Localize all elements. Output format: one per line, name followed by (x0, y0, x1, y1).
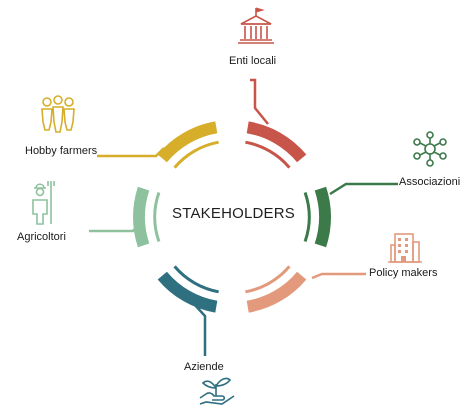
connector-policy-makers (311, 272, 366, 280)
label-hobby-farmers: Hobby farmers (25, 145, 98, 157)
ring-segment-hobby-farmers (157, 121, 219, 169)
office-building-icon (388, 233, 422, 263)
label-agricoltori: Agricoltori (17, 231, 66, 243)
label-aziende: Aziende (184, 361, 224, 373)
ring-segment-associazioni (303, 186, 331, 248)
connector-hobby-farmers (97, 147, 165, 158)
label-associazioni: Associazioni (399, 176, 461, 188)
hand-plant-icon (199, 377, 235, 405)
ring-segment-policy-makers (245, 265, 307, 313)
people-group-icon (41, 95, 75, 133)
label-enti-locali: Enti locali (229, 55, 277, 67)
network-hub-icon (413, 131, 447, 167)
connector-enti-locali (250, 78, 269, 125)
connector-aziende (193, 303, 207, 356)
farmer-icon (32, 181, 55, 225)
ring-segment-agricoltori (133, 186, 161, 248)
government-building-icon (238, 7, 274, 44)
ring-segment-enti-locali (245, 121, 307, 169)
label-policy-makers: Policy makers (369, 267, 438, 279)
connector-agricoltori (89, 223, 140, 233)
connector-associazioni (329, 182, 398, 196)
ring-segment-aziende (157, 265, 219, 313)
center-title: STAKEHOLDERS (172, 205, 295, 222)
